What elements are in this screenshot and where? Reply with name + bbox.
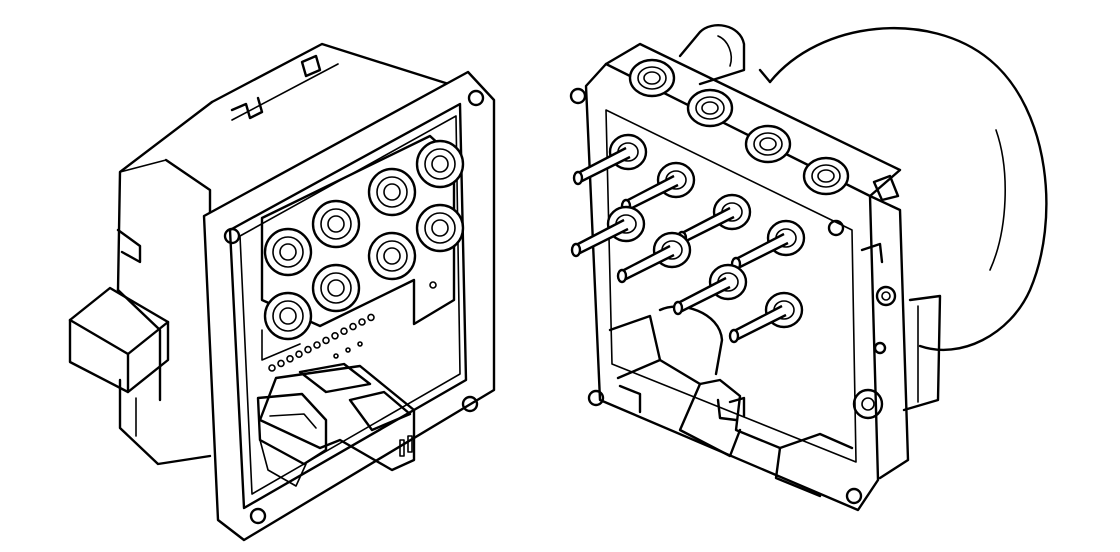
contact-pin <box>367 313 375 322</box>
valve <box>311 263 361 313</box>
valve-pin <box>730 219 806 272</box>
left-electrical-connector <box>256 362 416 487</box>
contact-pin <box>322 336 330 345</box>
valve <box>367 167 417 217</box>
right-top-stub <box>678 24 746 86</box>
valve-pin <box>728 291 804 344</box>
contact-pin <box>268 364 276 372</box>
valve-pin <box>616 231 692 284</box>
left-hydraulic-unit <box>68 42 496 542</box>
bolt-hole <box>587 389 605 407</box>
bolt-hole <box>845 487 863 505</box>
contact-pin <box>358 318 366 326</box>
right-lower-body <box>608 305 854 498</box>
valve <box>415 139 465 189</box>
contact-pin <box>331 331 339 340</box>
bolt-hole <box>569 87 587 105</box>
valve-pin <box>570 205 646 258</box>
contact-pin <box>304 345 312 354</box>
valve-pin <box>672 263 748 316</box>
left-side-connector <box>68 286 212 466</box>
valve <box>415 203 465 253</box>
port <box>686 88 734 128</box>
port <box>744 124 792 164</box>
valve-pin <box>572 133 648 186</box>
valve <box>311 199 361 249</box>
bolt-hole <box>249 507 267 525</box>
contact-pin <box>286 354 294 363</box>
bolt-hole <box>223 227 241 245</box>
right-side-features <box>852 174 910 480</box>
contact-pin <box>340 327 348 336</box>
contact-pin <box>313 341 321 349</box>
valve-pin <box>620 161 696 214</box>
valve <box>263 291 313 341</box>
contact-pin <box>295 350 303 359</box>
port <box>802 156 850 196</box>
right-hydraulic-unit <box>569 24 1048 512</box>
contact-pin <box>349 322 357 331</box>
bolt-hole <box>467 89 485 107</box>
right-valve-pins <box>570 133 806 344</box>
left-valve-grid <box>263 139 465 341</box>
bolt-hole <box>461 395 479 413</box>
contact-pin <box>277 359 285 368</box>
bolt-hole <box>827 219 845 237</box>
right-pump-motor <box>758 26 1048 412</box>
pin-carrier <box>261 329 301 361</box>
valve <box>263 227 313 277</box>
port <box>628 58 676 98</box>
left-contact-pins <box>268 313 375 372</box>
right-top-ports <box>628 58 850 196</box>
valve <box>367 231 417 281</box>
